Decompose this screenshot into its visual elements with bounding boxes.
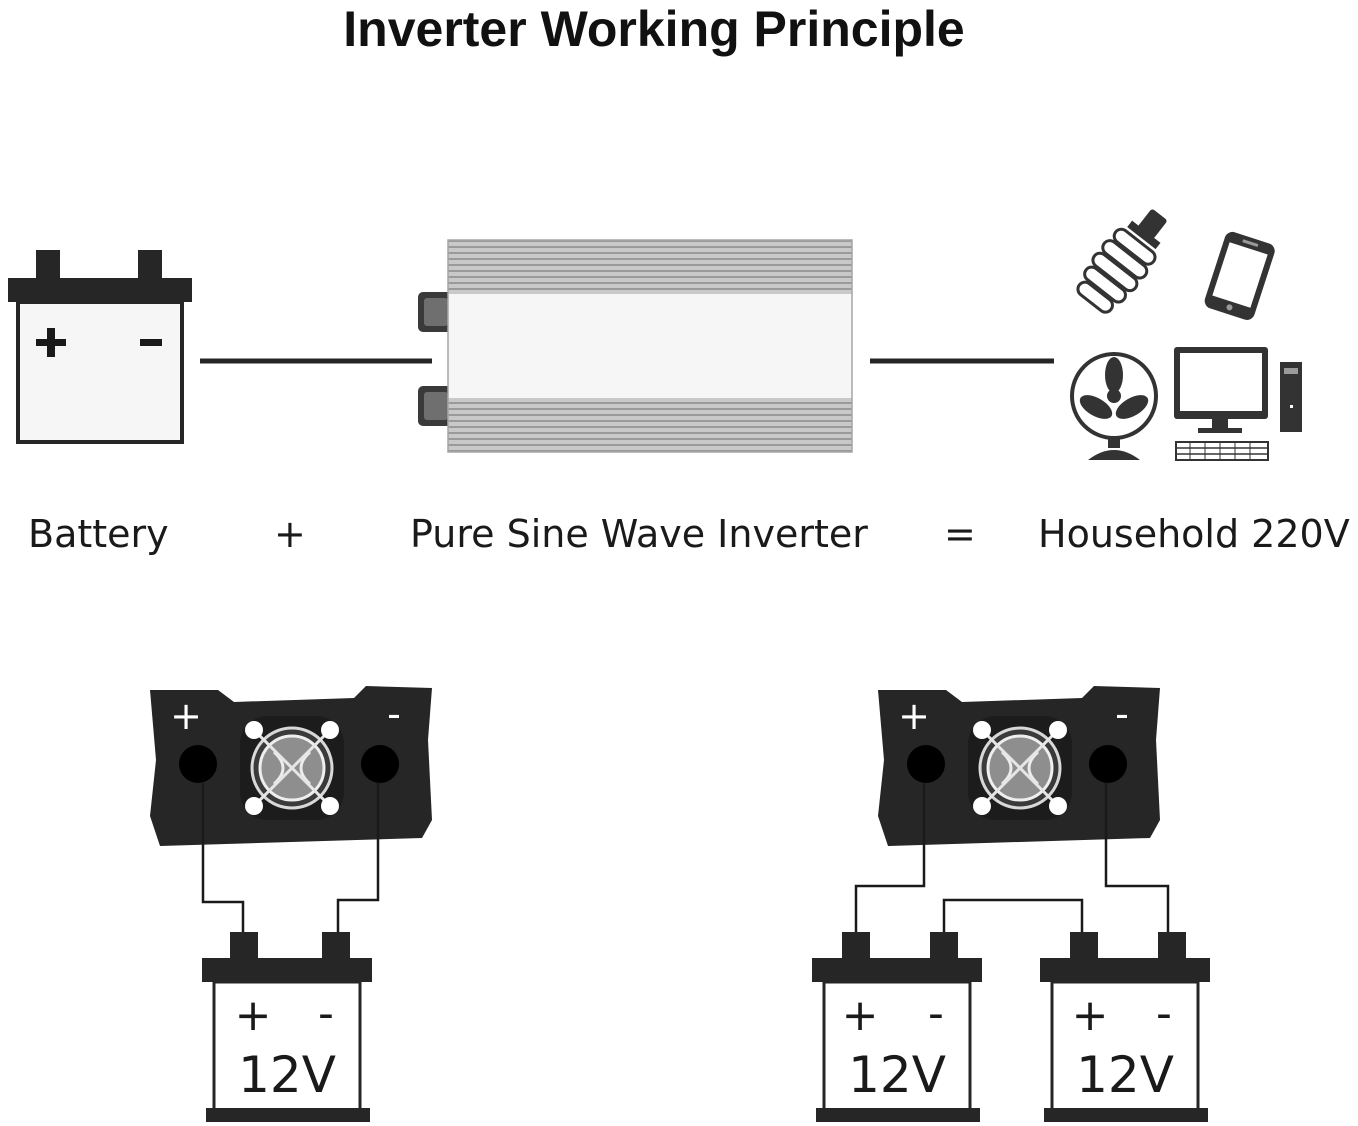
- battery-12v: + - 12V: [1040, 932, 1210, 1122]
- phone-icon: [1204, 231, 1275, 320]
- negative-terminal: [361, 745, 399, 783]
- fan-icon: [1070, 352, 1158, 460]
- battery-plus-label: +: [842, 990, 879, 1041]
- terminal-plus-label: +: [898, 694, 930, 738]
- negative-terminal: [1089, 745, 1127, 783]
- positive-wire: [854, 783, 926, 934]
- battery-12v: + - 12V: [202, 932, 372, 1122]
- fan-grille-icon: [238, 714, 346, 822]
- diagram-title: Inverter Working Principle: [343, 1, 965, 57]
- battery-minus-label: -: [1156, 988, 1172, 1039]
- computer-icon: [1174, 347, 1302, 461]
- positive-terminal: [179, 745, 217, 783]
- fan-grille-icon: [966, 714, 1074, 822]
- inverter-icon: [418, 239, 853, 453]
- negative-wire: [336, 783, 380, 934]
- battery-plus-label: +: [1072, 990, 1109, 1041]
- battery-plus-label: +: [235, 990, 272, 1041]
- negative-wire: [1104, 783, 1170, 934]
- battery-voltage-label: 12V: [848, 1046, 946, 1104]
- battery-voltage-label: 12V: [238, 1046, 336, 1104]
- battery-voltage-label: 12V: [1076, 1046, 1174, 1104]
- inverter-label: Pure Sine Wave Inverter: [410, 512, 868, 556]
- bulb-icon: [1076, 209, 1167, 314]
- battery-minus-label: -: [318, 988, 334, 1039]
- battery-12v: + - 12V: [812, 932, 982, 1122]
- plus-sign: +: [274, 512, 306, 556]
- battery-minus-label: -: [928, 988, 944, 1039]
- inverter-terminal-panel: + -: [878, 686, 1160, 846]
- positive-terminal: [907, 745, 945, 783]
- inverter-terminal-panel: + -: [150, 686, 432, 846]
- battery-label: Battery: [28, 512, 169, 556]
- battery-icon: [8, 250, 192, 444]
- equals-sign: =: [944, 512, 976, 556]
- positive-wire: [201, 783, 245, 934]
- series-link-wire: [942, 898, 1084, 934]
- terminal-plus-label: +: [170, 694, 202, 738]
- terminal-minus-label: -: [387, 692, 401, 736]
- household-label: Household 220V: [1038, 512, 1350, 556]
- terminal-minus-label: -: [1115, 692, 1129, 736]
